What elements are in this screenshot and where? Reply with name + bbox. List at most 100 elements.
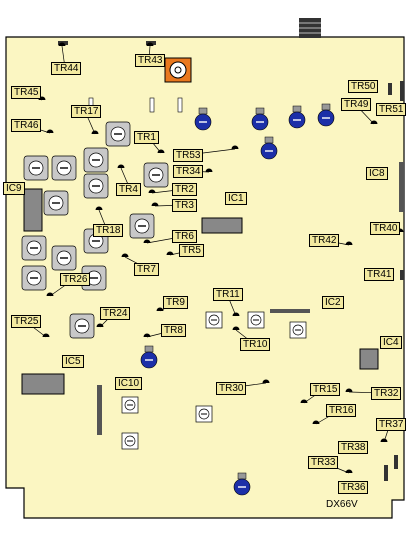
label-tr53: TR53 [173, 149, 204, 162]
tr50-body [388, 83, 392, 95]
trimmer-pot-icon [195, 405, 213, 423]
transistor-tr8-marker [143, 333, 151, 337]
shielded-coil-icon [51, 245, 77, 271]
label-tr49: TR49 [341, 98, 372, 111]
blue-trim-capacitor-icon [194, 107, 212, 131]
shielded-coil-icon [143, 162, 169, 188]
transistor-tr10-marker [232, 326, 240, 330]
shielded-coil-icon [23, 155, 49, 181]
label-tr7: TR7 [134, 263, 159, 276]
transistor-tr4-marker [117, 164, 125, 168]
label-tr38: TR38 [338, 441, 369, 454]
blue-trim-capacitor-icon [288, 105, 306, 129]
board-model-text: DX66V [326, 499, 358, 510]
shielded-coil-icon [83, 173, 109, 199]
transistor-tr37-marker [380, 438, 388, 442]
label-tr43: TR43 [135, 54, 166, 67]
ic5-body [21, 373, 65, 395]
blue-trim-capacitor-icon [251, 107, 269, 131]
label-tr18: TR18 [93, 224, 124, 237]
label-ic9: IC9 [3, 182, 25, 195]
label-tr36: TR36 [338, 481, 369, 494]
label-tr40: TR40 [370, 222, 401, 235]
tr36-body [384, 465, 388, 481]
label-tr24: TR24 [100, 307, 131, 320]
label-tr37: TR37 [376, 418, 407, 431]
label-tr46: TR46 [11, 119, 42, 132]
transistor-tr18-marker [95, 206, 103, 210]
label-tr3: TR3 [172, 199, 197, 212]
tr38-body [394, 455, 398, 469]
ic8-body [399, 162, 404, 212]
shielded-coil-group [21, 121, 169, 339]
transistor-tr32-marker [345, 388, 353, 392]
transistor-tr53-marker [231, 145, 239, 149]
label-tr50: TR50 [348, 80, 379, 93]
transistor-tr24-marker [96, 323, 104, 327]
label-tr11: TR11 [213, 288, 243, 301]
resistor-b [149, 97, 155, 113]
label-tr42: TR42 [309, 234, 340, 247]
transistor-tr17-marker [91, 130, 99, 134]
label-tr2: TR2 [172, 183, 197, 196]
label-ic10: IC10 [115, 377, 143, 390]
label-ic1: IC1 [225, 192, 247, 205]
label-ic5: IC5 [62, 355, 84, 368]
label-ic8: IC8 [366, 167, 388, 180]
label-ic2: IC2 [322, 296, 344, 309]
label-tr41: TR41 [364, 268, 395, 281]
blue-trim-capacitor-group [140, 103, 335, 496]
shielded-coil-icon [69, 313, 95, 339]
blue-trim-capacitor-icon [140, 345, 158, 369]
ic2-body [270, 309, 310, 313]
label-tr10: TR10 [240, 338, 271, 351]
label-tr30: TR30 [216, 382, 247, 395]
trimmer-pot-icon [247, 311, 265, 329]
transistor-marker-group [38, 42, 404, 473]
ic9-body [23, 188, 43, 232]
transistor-tr6-marker [143, 239, 151, 243]
resistor-c [177, 97, 183, 113]
label-tr16: TR16 [326, 404, 357, 417]
blue-trim-capacitor-icon [317, 103, 335, 127]
label-tr5: TR5 [179, 244, 204, 257]
transistor-tr43-marker [146, 42, 154, 46]
label-tr26: TR26 [60, 273, 91, 286]
trimmer-pot-icon [289, 321, 307, 339]
transistor-tr5-marker [166, 251, 174, 255]
transistor-tr34-marker [205, 168, 213, 172]
label-tr9: TR9 [163, 296, 188, 309]
label-tr1: TR1 [134, 131, 159, 144]
transistor-tr2-marker [148, 189, 156, 193]
label-ic4: IC4 [380, 336, 402, 349]
trimmer-pot-icon [121, 432, 139, 450]
tr41-body [400, 270, 404, 280]
transistor-tr3-marker [151, 202, 159, 206]
shielded-coil-icon [129, 213, 155, 239]
ic1-body [201, 217, 243, 234]
ic10-body [97, 385, 102, 435]
shielded-coil-icon [51, 155, 77, 181]
label-tr15: TR15 [310, 383, 341, 396]
transistor-tr11-marker [232, 312, 240, 316]
ic4-body [359, 348, 379, 370]
label-tr4: TR4 [116, 183, 141, 196]
label-tr34: TR34 [173, 165, 204, 178]
shielded-coil-icon [21, 235, 47, 261]
trimmer-pot-icon [121, 396, 139, 414]
label-tr6: TR6 [172, 230, 197, 243]
label-tr32: TR32 [371, 387, 402, 400]
shielded-coil-icon [43, 190, 69, 216]
label-tr51: TR51 [376, 103, 407, 116]
label-tr33: TR33 [308, 456, 339, 469]
shielded-coil-icon [105, 121, 131, 147]
blue-trim-capacitor-icon [260, 136, 278, 160]
trimmer-pot-icon [205, 311, 223, 329]
shielded-coil-icon [83, 147, 109, 173]
transistor-tr49-marker [370, 120, 378, 124]
orange-trimmer-icon [164, 57, 192, 83]
label-tr44: TR44 [51, 62, 82, 75]
transistor-tr42-marker [345, 241, 353, 245]
label-tr17: TR17 [71, 105, 102, 118]
top-pin-connector [299, 18, 321, 38]
